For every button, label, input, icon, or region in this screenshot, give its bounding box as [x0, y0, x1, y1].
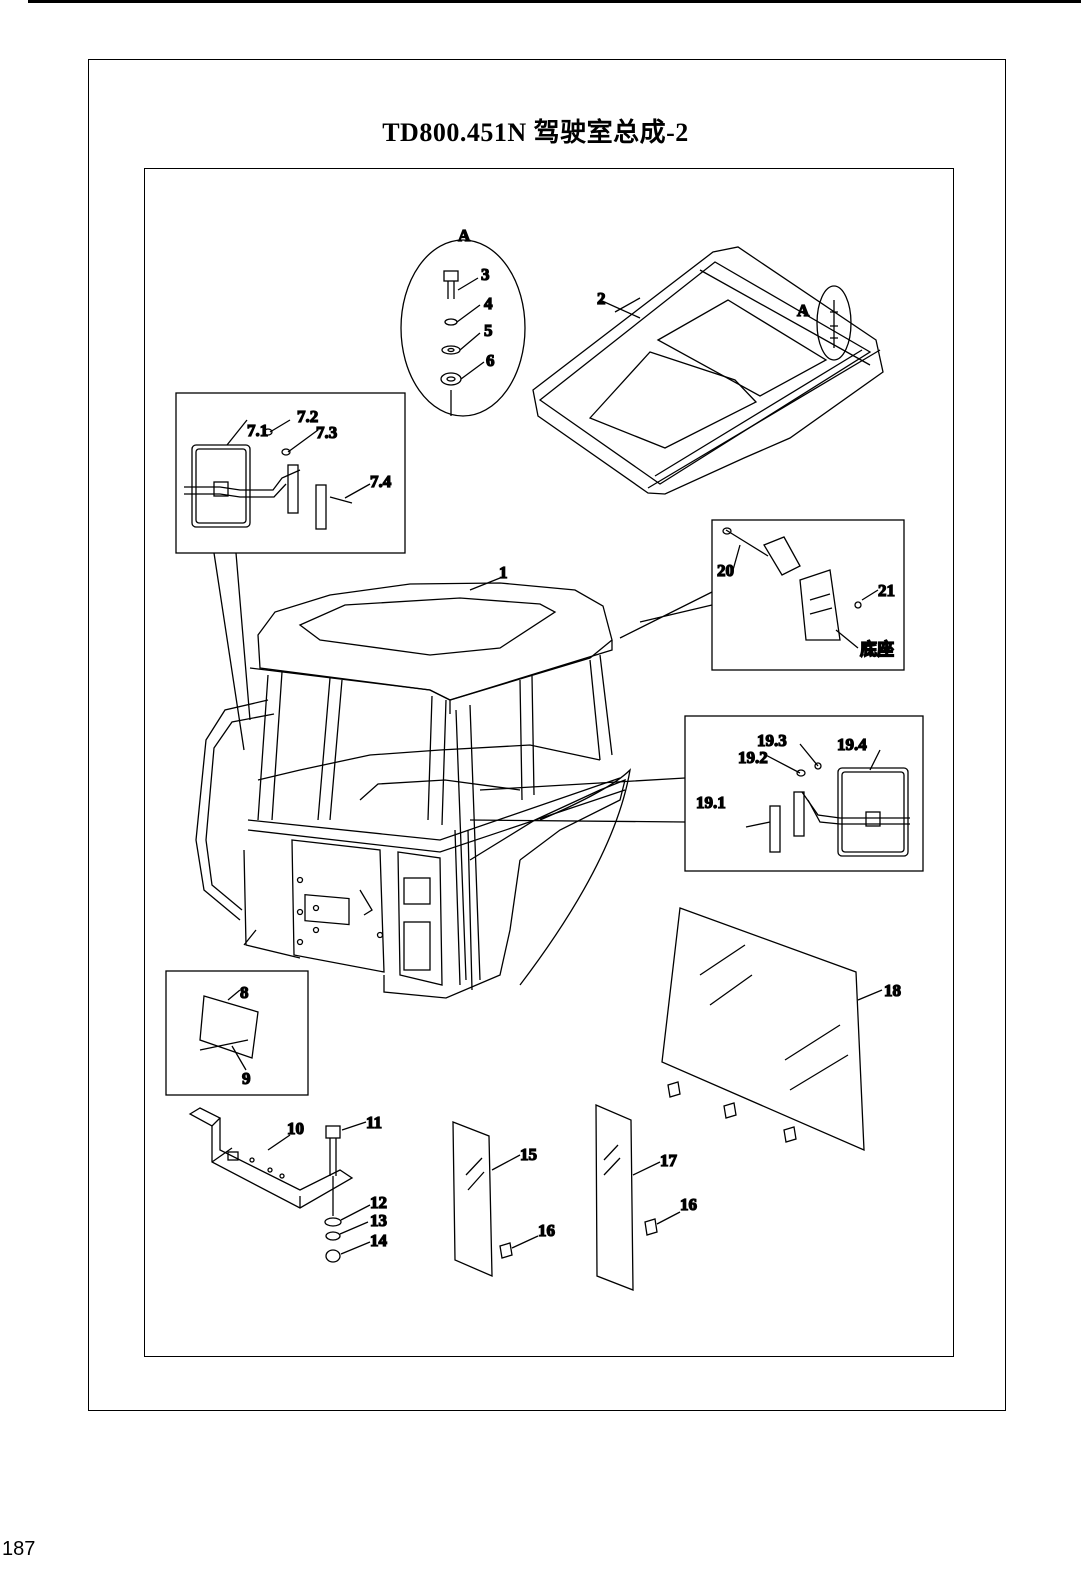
detail-a-bolt-stack	[400, 239, 526, 417]
callout-8: 8	[240, 983, 249, 1002]
right-mirror-assembly	[745, 743, 910, 857]
callout-7-2: 7.2	[297, 407, 318, 426]
callout-21: 21	[878, 581, 895, 600]
callout-9: 9	[242, 1069, 251, 1088]
callout-2: 2	[597, 289, 606, 308]
callout-19-4: 19.4	[837, 735, 867, 754]
left-mirror-leader	[213, 552, 251, 751]
callout-19-1: 19.1	[696, 793, 726, 812]
roof-a-letter: A	[797, 301, 810, 320]
callout-13: 13	[370, 1211, 387, 1230]
callout-7-3: 7.3	[316, 423, 337, 442]
glass-18	[661, 907, 883, 1152]
callout-19-2: 19.2	[738, 748, 768, 767]
callout-7-1: 7.1	[247, 421, 268, 440]
top-rule	[28, 0, 1081, 3]
callout-1-leader	[469, 577, 501, 591]
left-mirror-assembly	[184, 419, 371, 530]
base-label: 底座	[860, 639, 894, 659]
callout-6: 6	[486, 351, 495, 370]
callout-16-a: 16	[538, 1221, 555, 1240]
callout-17: 17	[660, 1151, 678, 1170]
callout-15: 15	[520, 1145, 537, 1164]
roof-detail-a-ring	[816, 285, 852, 361]
diagram-title: TD800.451N 驾驶室总成-2	[382, 118, 689, 147]
callout-4: 4	[484, 294, 493, 313]
callout-19-3: 19.3	[757, 731, 787, 750]
right-mirror-inset	[684, 715, 924, 872]
bracket-10	[188, 1107, 354, 1209]
plate-inset	[165, 970, 309, 1096]
base-bracket-inset	[711, 519, 905, 671]
detail-a-letter: A	[458, 226, 471, 245]
callout-7-4: 7.4	[370, 472, 392, 491]
base-bracket-assembly	[722, 527, 879, 649]
bolt-stack-11-14	[324, 1121, 371, 1263]
callout-20: 20	[717, 561, 734, 580]
glass-17	[595, 1104, 661, 1291]
base-bracket-leader	[619, 591, 713, 639]
callout-11: 11	[366, 1113, 382, 1132]
callout-3: 3	[481, 265, 490, 284]
pad-16-a	[499, 1235, 539, 1259]
glass-15	[452, 1121, 521, 1277]
callout-18: 18	[884, 981, 901, 1000]
callout-10: 10	[287, 1119, 304, 1138]
right-mirror-leader	[469, 777, 686, 823]
cab-assembly	[195, 582, 631, 999]
callout-16-b: 16	[680, 1195, 697, 1214]
callout-12: 12	[370, 1193, 387, 1212]
pad-16-b	[644, 1211, 681, 1236]
outer-frame	[88, 59, 1006, 1411]
callout-1: 1	[499, 563, 508, 582]
inner-frame	[144, 168, 954, 1357]
left-mirror-inset	[175, 392, 406, 554]
page-number: 187	[2, 1538, 36, 1560]
roof-panel	[532, 246, 884, 495]
callout-5: 5	[484, 321, 493, 340]
callout-14: 14	[370, 1231, 388, 1250]
plate-assembly	[199, 989, 259, 1071]
